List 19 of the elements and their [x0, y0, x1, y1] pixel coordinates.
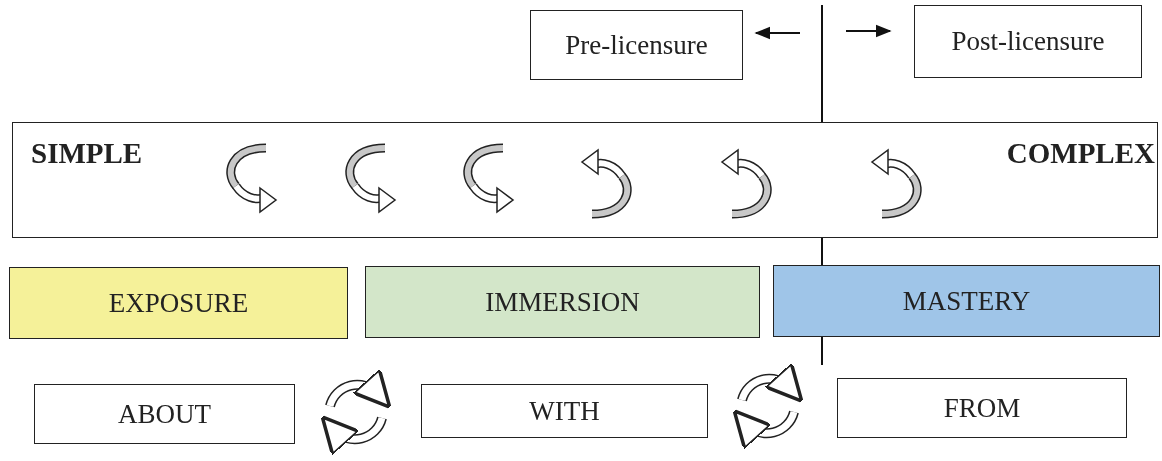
phase-box	[365, 266, 760, 338]
learning-box	[837, 378, 1127, 438]
box-label: FROM	[943, 392, 1021, 424]
stage-box	[914, 5, 1142, 78]
box-label: EXPOSURE	[108, 287, 249, 319]
box-label: WITH	[529, 395, 600, 427]
learning-box	[34, 384, 295, 444]
scale-label: COMPLEX	[1006, 137, 1155, 170]
box-label: Post-licensure	[951, 26, 1105, 57]
box-label: ABOUT	[118, 398, 211, 430]
box-label: Pre-licensure	[565, 29, 708, 61]
learning-box	[421, 384, 708, 438]
phase-box	[773, 265, 1160, 337]
box-label: IMMERSION	[485, 286, 640, 318]
box-label: MASTERY	[902, 285, 1031, 317]
scale-label: SIMPLE	[31, 137, 143, 170]
continuum-box	[12, 122, 1158, 238]
stage-box	[530, 10, 743, 80]
phase-box	[9, 267, 348, 339]
